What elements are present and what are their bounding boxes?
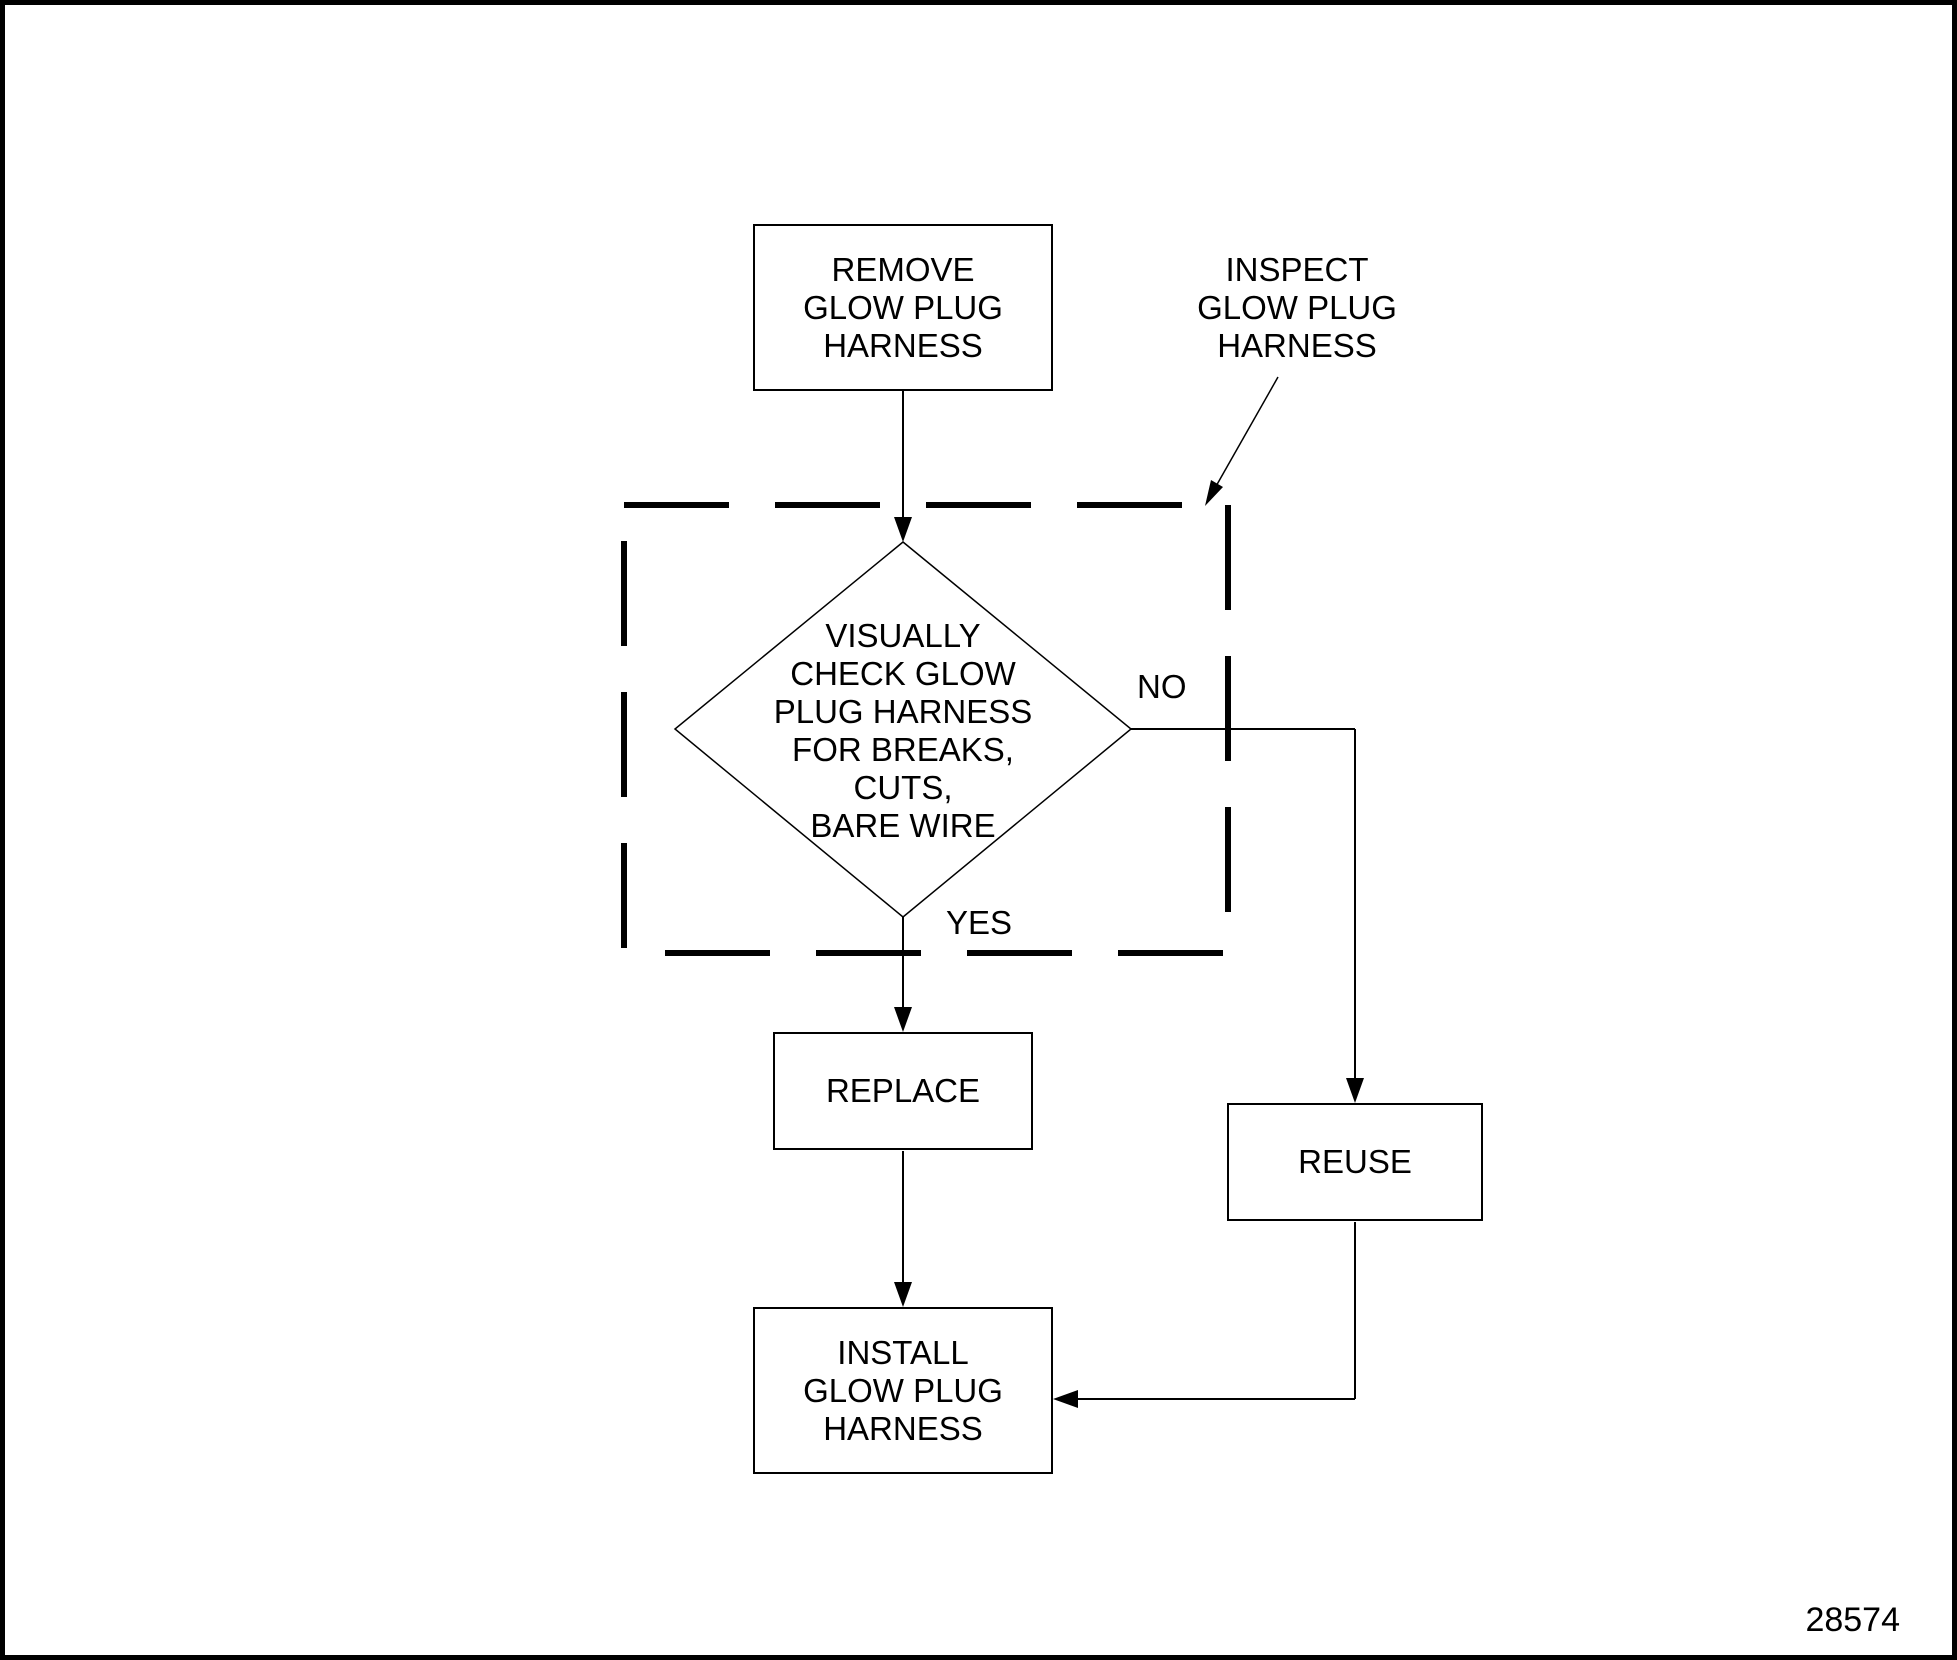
connector-decision-yes-to-replace [894,917,912,1032]
decision-text-line: PLUG HARNESS [773,693,1033,730]
decision-text-line: VISUALLY [825,617,981,654]
arrowhead-down-icon [894,517,912,542]
node-text-line: INSTALL [837,1333,969,1371]
node-text-line: REUSE [1298,1143,1412,1180]
annotation-text-line: GLOW PLUG [1197,289,1397,326]
annotation-text-line: INSPECT [1225,251,1369,288]
arrowhead-down-icon [1346,1078,1364,1103]
node-text-line: REPLACE [825,1072,981,1109]
arrowhead-downleft-icon [1205,480,1223,506]
arrowhead-down-icon [894,1007,912,1032]
decision-text-line: BARE WIRE [810,807,996,844]
node-text-line: REMOVE [831,250,975,288]
node-install-glow-plug-harness: INSTALL GLOW PLUG HARNESS [753,1307,1053,1474]
pointer-line [1214,376,1279,489]
edge-label-no: NO [1137,668,1187,705]
node-reuse: REUSE [1227,1103,1483,1221]
annotation-inspect-glow-plug-harness: INSPECT GLOW PLUG HARNESS [1157,251,1437,365]
arrowhead-down-icon [894,1282,912,1307]
annotation-text-line: HARNESS [1217,327,1377,364]
decision-text-line: CHECK GLOW [790,655,1016,692]
decision-visually-check-text: VISUALLY CHECK GLOW PLUG HARNESS FOR BRE… [733,617,1073,845]
connector-decision-no-to-reuse [1131,728,1364,1103]
node-text-line: GLOW PLUG [803,288,1003,326]
arrowhead-left-icon [1053,1390,1078,1408]
decision-text-line: FOR BREAKS, [792,731,1014,768]
node-text-line: GLOW PLUG [803,1371,1003,1409]
node-replace: REPLACE [773,1032,1033,1150]
figure-number: 28574 [1805,1601,1900,1639]
node-text-line: HARNESS [823,1409,983,1447]
connector-reuse-to-install [1053,1222,1356,1408]
decision-text-line: CUTS, [853,769,953,806]
annotation-pointer-arrow [1205,376,1279,506]
connector-replace-to-install [894,1151,912,1307]
edge-label-yes: YES [946,904,1013,941]
connector-remove-to-decision [894,391,912,542]
node-text-line: HARNESS [823,326,983,364]
connector-lines-layer [621,376,1364,1408]
node-remove-glow-plug-harness: REMOVE GLOW PLUG HARNESS [753,224,1053,391]
